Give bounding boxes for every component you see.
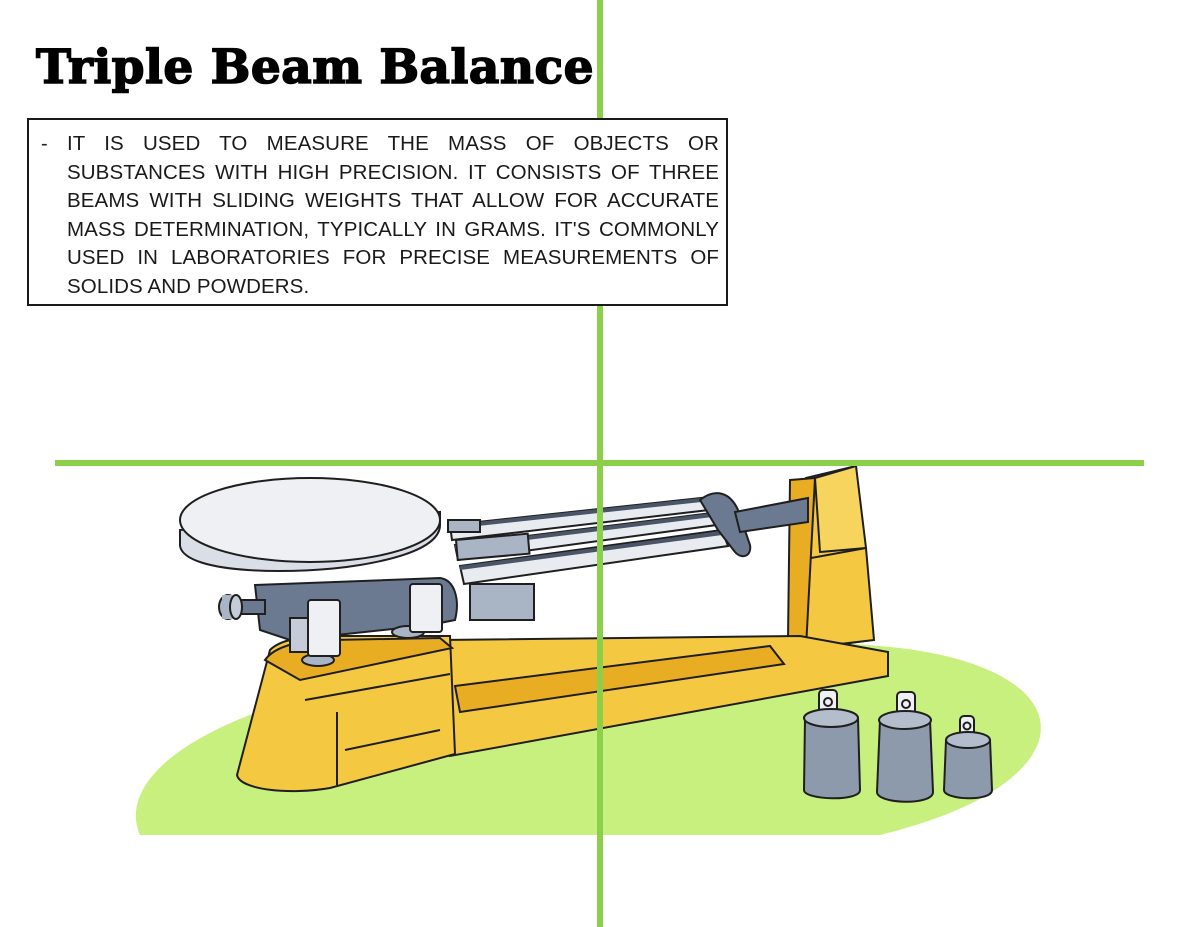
weighing-pan: [179, 477, 441, 572]
weight-large-2: [875, 691, 935, 803]
pointer-tower: [786, 464, 876, 652]
weight-small: [942, 715, 994, 800]
vertical-guide-line-front: [597, 310, 603, 927]
yellow-base-arm: [438, 634, 889, 758]
description-box: - IT IS USED TO MEASURE THE MASS OF OBJE…: [27, 118, 728, 306]
bullet-marker: -: [41, 133, 48, 155]
description-text: IT IS USED TO MEASURE THE MASS OF OBJECT…: [67, 132, 719, 298]
zero-adjust-knob: [218, 594, 266, 620]
page-title: Triple Beam Balance: [35, 39, 595, 96]
beam-assembly: [447, 492, 809, 621]
calibration-weights: [802, 689, 994, 803]
pan-support: [253, 576, 458, 667]
weight-large-1: [802, 689, 862, 800]
